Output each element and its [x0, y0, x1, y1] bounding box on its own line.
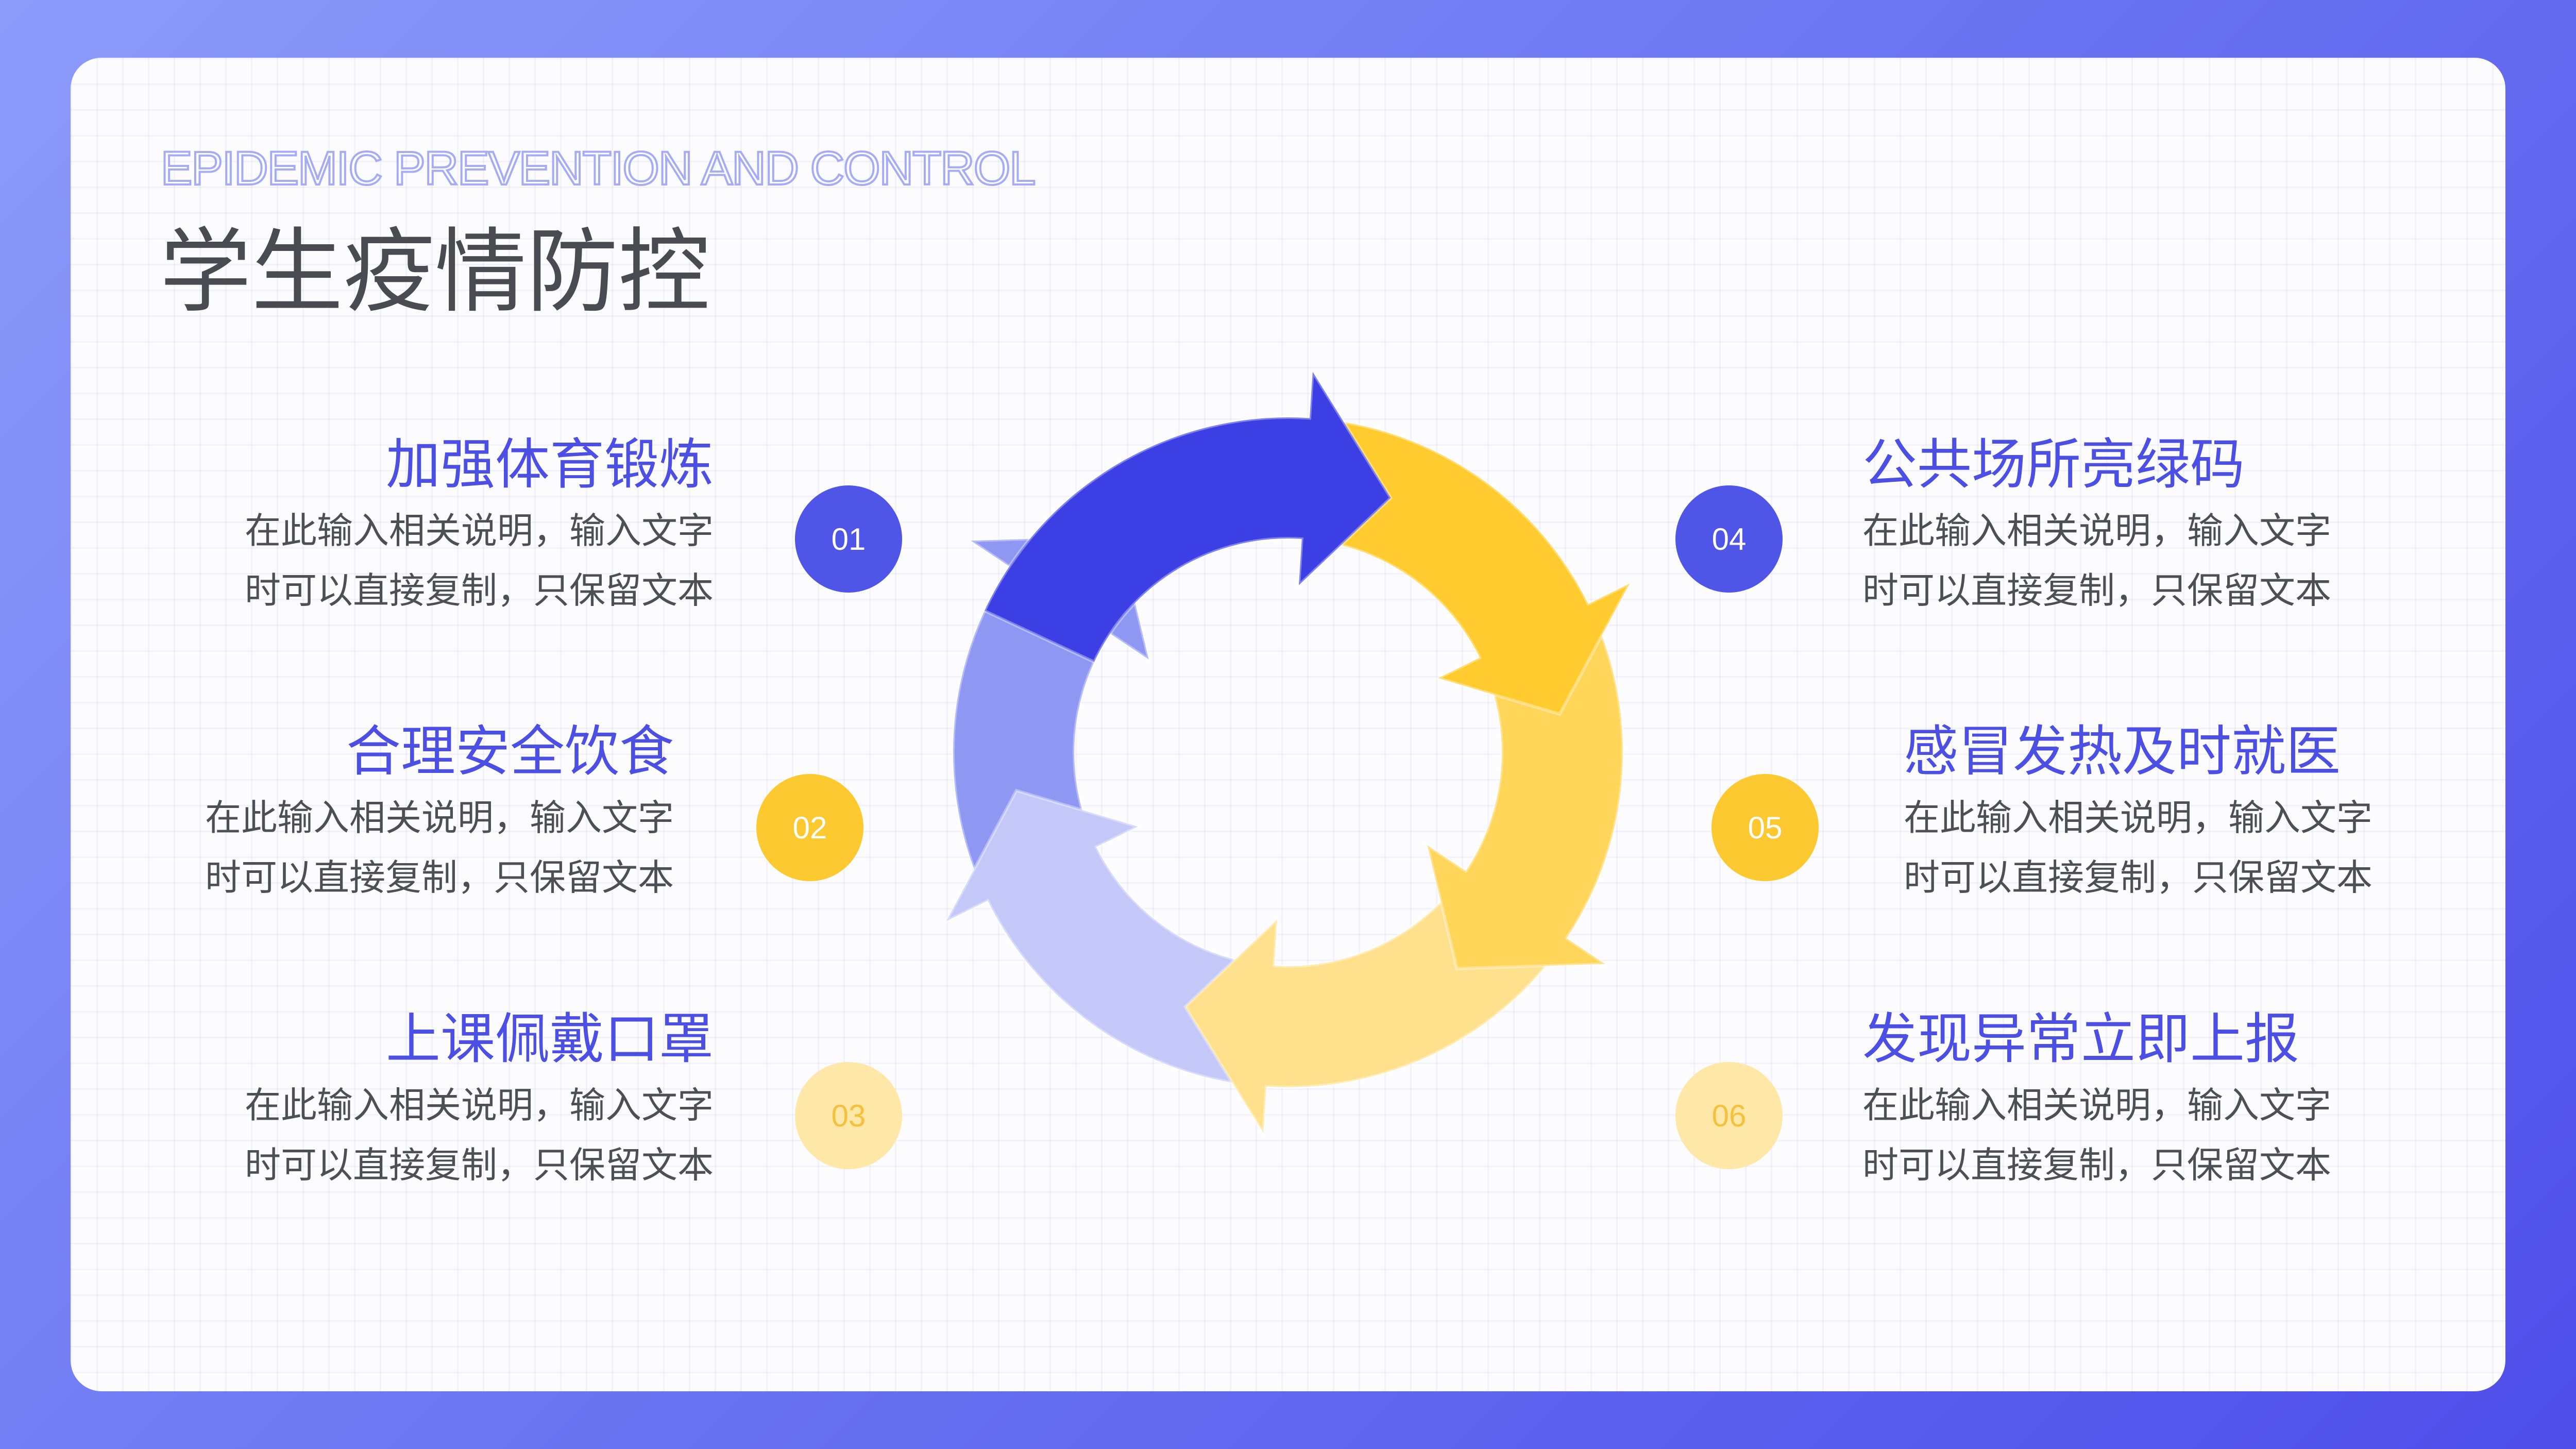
item-03: 上课佩戴口罩 在此输入相关说明，输入文字 时可以直接复制，只保留文本 — [95, 1006, 714, 1195]
item-description-line: 在此输入相关说明，输入文字 — [205, 797, 674, 839]
item-description: 在此输入相关说明，输入文字 时可以直接复制，只保留文本 — [95, 501, 714, 620]
item-01: 加强体育锻炼 在此输入相关说明，输入文字 时可以直接复制，只保留文本 — [95, 432, 714, 620]
item-heading: 公共场所亮绿码 — [1862, 433, 2245, 496]
step-number-badge: 01 — [795, 485, 902, 593]
slide-subtitle: EPIDEMIC PREVENTION AND CONTROL — [160, 141, 1037, 196]
step-number-badge: 04 — [1675, 485, 1783, 593]
item-description-line: 在此输入相关说明，输入文字 — [1862, 510, 2331, 552]
item-heading: 感冒发热及时就医 — [1904, 720, 2341, 783]
item-description-line: 在此输入相关说明，输入文字 — [245, 510, 714, 552]
item-description-line: 时可以直接复制，只保留文本 — [1862, 569, 2331, 612]
item-description-line: 时可以直接复制，只保留文本 — [1862, 1144, 2331, 1186]
item-description: 在此输入相关说明，输入文字 时可以直接复制，只保留文本 — [95, 1075, 714, 1195]
step-number-badge: 05 — [1711, 774, 1819, 881]
item-description-line: 时可以直接复制，只保留文本 — [205, 856, 674, 899]
item-description: 在此输入相关说明，输入文字 时可以直接复制，只保留文本 — [1862, 1075, 2481, 1195]
item-heading: 上课佩戴口罩 — [386, 1007, 714, 1071]
slide-title: 学生疫情防控 — [160, 218, 710, 325]
item-description-line: 在此输入相关说明，输入文字 — [1862, 1084, 2331, 1126]
item-description-line: 时可以直接复制，只保留文本 — [1904, 856, 2372, 899]
step-number-badge: 03 — [795, 1062, 902, 1169]
step-number-badge: 06 — [1675, 1062, 1783, 1169]
item-description: 在此输入相关说明，输入文字 时可以直接复制，只保留文本 — [1904, 788, 2522, 907]
step-number-badge: 02 — [756, 774, 863, 881]
item-06: 发现异常立即上报 在此输入相关说明，输入文字 时可以直接复制，只保留文本 — [1862, 1006, 2481, 1195]
item-05: 感冒发热及时就医 在此输入相关说明，输入文字 时可以直接复制，只保留文本 — [1904, 719, 2522, 907]
item-description-line: 在此输入相关说明，输入文字 — [245, 1084, 714, 1126]
item-description-line: 时可以直接复制，只保留文本 — [245, 569, 714, 612]
item-heading: 合理安全饮食 — [346, 720, 674, 783]
item-description-line: 在此输入相关说明，输入文字 — [1904, 797, 2372, 839]
item-02: 合理安全饮食 在此输入相关说明，输入文字 时可以直接复制，只保留文本 — [56, 719, 674, 907]
content-card — [71, 58, 2505, 1391]
item-heading: 加强体育锻炼 — [386, 433, 714, 496]
item-04: 公共场所亮绿码 在此输入相关说明，输入文字 时可以直接复制，只保留文本 — [1862, 432, 2481, 620]
item-description-line: 时可以直接复制，只保留文本 — [245, 1144, 714, 1186]
item-heading: 发现异常立即上报 — [1862, 1007, 2299, 1071]
cycle-arrow-6 — [982, 366, 1393, 664]
item-description: 在此输入相关说明，输入文字 时可以直接复制，只保留文本 — [1862, 501, 2481, 620]
item-description: 在此输入相关说明，输入文字 时可以直接复制，只保留文本 — [56, 788, 674, 907]
